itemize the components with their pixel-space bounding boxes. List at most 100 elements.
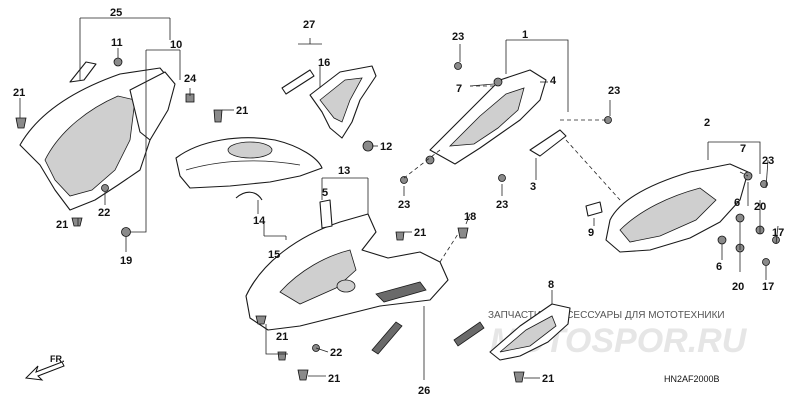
callout-21-left-bottom: 21 <box>56 219 68 231</box>
stay-3 <box>529 129 567 157</box>
callout-26: 26 <box>418 385 430 397</box>
callout-15: 15 <box>268 249 280 261</box>
watermark-caption: ЗАПЧАСТИ И АКСЕССУАРЫ ДЛЯ МОТОТЕХНИКИ <box>488 310 725 321</box>
callout-19: 19 <box>120 255 132 267</box>
callout-9: 9 <box>588 227 594 239</box>
diagram-code: HN2AF2000B <box>664 374 720 384</box>
bolt-21-left-bottom <box>71 217 83 227</box>
callout-23-right-top: 23 <box>608 85 620 97</box>
callout-21-center-left: 21 <box>276 331 288 343</box>
pad-9 <box>585 201 603 217</box>
leader-lines <box>19 17 779 380</box>
front-arrow-icon <box>24 361 65 381</box>
bolt-21-center <box>395 231 405 241</box>
bolt-21-center-bottom <box>297 369 309 381</box>
callout-1: 1 <box>522 29 528 41</box>
front-label: FR. <box>50 354 65 364</box>
upper-cover-group <box>281 65 377 152</box>
callout-3: 3 <box>530 181 536 193</box>
clip-22-left <box>101 184 109 192</box>
grommet-12 <box>362 140 374 152</box>
callout-23-upper: 23 <box>452 31 464 43</box>
bracket-1-inner <box>448 87 525 147</box>
bolt-23-stay <box>498 174 506 182</box>
bolt-21-center-left <box>255 315 267 325</box>
callout-24: 24 <box>184 73 197 85</box>
bracket-5 <box>319 199 333 229</box>
center-side-cover-group <box>245 199 485 381</box>
tank-cap-opening <box>227 141 273 159</box>
tank-cover-group <box>175 109 323 201</box>
callout-4: 4 <box>550 75 557 87</box>
side-cover-vent <box>336 279 356 293</box>
emblem-25 <box>69 61 97 83</box>
bolt-18 <box>457 227 469 239</box>
callout-11: 11 <box>111 37 123 49</box>
tank-cover-edge <box>185 160 301 171</box>
callout-22-left: 22 <box>98 207 110 219</box>
left-shroud-group <box>15 57 195 237</box>
bolt-23-left <box>400 176 408 184</box>
callout-21-center-bottom: 21 <box>328 373 340 385</box>
lower-cover-group <box>489 303 571 383</box>
callout-14: 14 <box>253 215 266 227</box>
grommet-6-b <box>717 235 727 245</box>
callout-6-b: 6 <box>716 261 722 273</box>
grommet-6-a <box>735 213 745 223</box>
callout-10: 10 <box>170 39 182 51</box>
callout-21-lower: 21 <box>542 373 554 385</box>
bolt-21-center-lower <box>277 351 287 361</box>
callout-17-b: 17 <box>762 281 774 293</box>
bolt-23-far <box>760 180 768 188</box>
callout-27: 27 <box>303 19 315 31</box>
callout-20-a: 20 <box>754 201 766 213</box>
bracket-group-2 <box>585 116 780 266</box>
side-cover-scoop <box>279 249 357 305</box>
grommet-6-center <box>425 155 435 165</box>
callout-12: 12 <box>380 141 392 153</box>
callout-21-tank: 21 <box>236 105 248 117</box>
callout-23-stay: 23 <box>496 199 508 211</box>
emblem-26-b <box>453 321 485 347</box>
callout-numbers: 25 10 11 24 21 21 22 21 19 27 16 12 13 5… <box>13 7 784 397</box>
grommet-7-upper <box>493 77 503 87</box>
bolt-23-upper <box>454 62 462 70</box>
bolt-21-tank <box>213 109 223 123</box>
cover-16-inner <box>319 77 363 123</box>
side-cover-accent <box>375 281 427 303</box>
clip-21-left <box>15 117 27 129</box>
left-shroud-flap <box>129 71 176 141</box>
bolt-17-b <box>762 258 770 266</box>
callout-18: 18 <box>464 211 476 223</box>
callout-16: 16 <box>318 57 330 69</box>
dashed-lines <box>403 85 749 263</box>
callout-22-center: 22 <box>330 347 342 359</box>
emblem-26-a <box>371 321 403 355</box>
callout-20-b: 20 <box>732 281 744 293</box>
screw-11 <box>113 57 123 67</box>
bracket-group-1 <box>400 62 567 184</box>
right-cover-inner <box>619 187 717 243</box>
left-shroud-inner <box>44 95 136 197</box>
callout-8: 8 <box>548 279 554 291</box>
lower-cover-8-inner <box>499 315 557 353</box>
callout-7-right: 7 <box>740 143 746 155</box>
grommet-19 <box>121 227 131 237</box>
callout-7-upper: 7 <box>456 83 462 95</box>
callout-21-left-top: 21 <box>13 87 25 99</box>
callout-23-far: 23 <box>762 155 774 167</box>
bolt-21-lower <box>513 371 525 383</box>
callout-21-center: 21 <box>414 227 426 239</box>
hose-14 <box>235 191 263 201</box>
callout-2: 2 <box>704 117 710 129</box>
callout-13: 13 <box>338 165 350 177</box>
callout-23-left: 23 <box>398 199 410 211</box>
strip-27 <box>281 69 315 95</box>
front-indicator: FR. <box>24 354 65 381</box>
tank-cover-panel <box>175 137 323 189</box>
callout-25: 25 <box>110 7 122 19</box>
callout-5: 5 <box>322 187 328 199</box>
callout-6-a: 6 <box>734 197 740 209</box>
callout-17-a: 17 <box>772 227 784 239</box>
